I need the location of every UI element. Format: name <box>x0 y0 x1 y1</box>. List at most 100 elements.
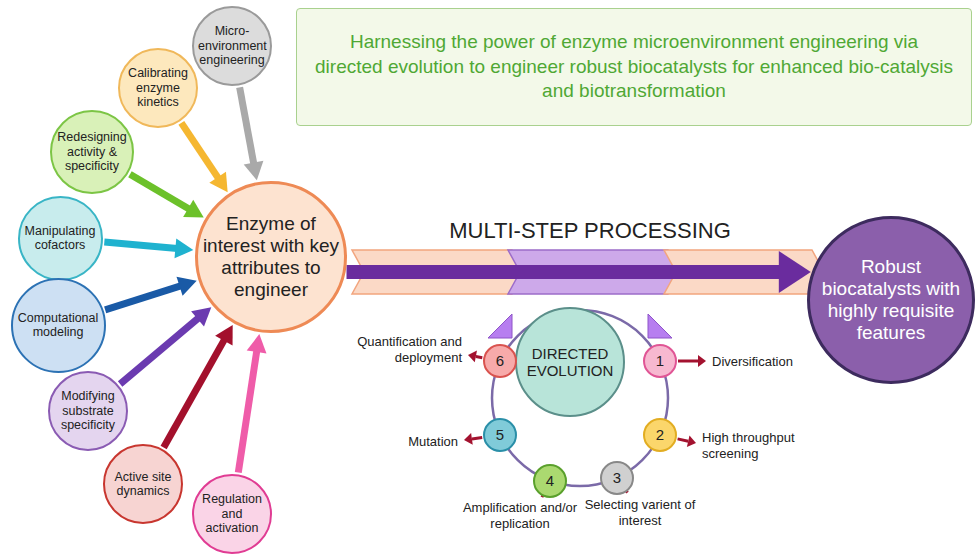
step-label: Quantification and deployment <box>352 334 462 365</box>
attribute-circle: Manipulating cofactors <box>18 196 103 281</box>
step-label: Selecting varient of interest <box>570 497 710 528</box>
leader-head <box>468 351 477 363</box>
circle-shape <box>193 7 271 85</box>
step-number: 6 <box>496 352 504 369</box>
connector-arrow <box>181 123 227 192</box>
arrow-head <box>779 251 811 293</box>
arrow-head <box>183 200 204 218</box>
attribute-circle: Calibrating enzyme kinetics <box>118 48 198 128</box>
arrow-head <box>247 334 267 353</box>
circle-shape <box>516 308 624 416</box>
attribute-circle: Micro-environment engineering <box>192 6 272 86</box>
ring-pointer <box>648 314 672 338</box>
leader-line <box>678 360 698 363</box>
node-text: Computational modeling <box>17 311 100 340</box>
leader-line <box>476 356 482 357</box>
node-text: Micro-environment engineering <box>198 24 266 67</box>
arrow-head <box>174 238 193 258</box>
circle-shape <box>644 419 676 451</box>
step-label: High throughput screening <box>702 430 814 461</box>
connector-line <box>104 242 177 249</box>
step-number: 1 <box>656 352 664 369</box>
node-text: Calibrating enzyme kinetics <box>124 66 192 109</box>
connector-line <box>181 123 218 179</box>
step-circle: 6Quantification and deployment <box>483 344 517 378</box>
connector-arrow <box>105 277 197 310</box>
connector-arrow <box>104 238 193 258</box>
connector-arrow <box>120 307 211 384</box>
circle-shape <box>51 111 133 193</box>
node-text: Enzyme of interest with key attributes t… <box>201 213 341 300</box>
leader-arrow <box>678 355 706 367</box>
attribute-circle: Computational modeling <box>11 278 106 373</box>
circle-shape <box>484 345 516 377</box>
circle-shape <box>534 465 566 497</box>
ring-pointer <box>488 314 512 338</box>
circle-shape <box>484 419 516 451</box>
step-label: Amplification and/or replication <box>445 500 595 531</box>
step-label: Diversification <box>712 354 822 370</box>
circle-shape <box>104 445 182 523</box>
circle-shape <box>197 183 346 332</box>
circle-shape <box>12 279 105 372</box>
leader-line <box>678 439 689 441</box>
circle-shape <box>601 462 633 494</box>
connector-line <box>105 286 181 310</box>
attribute-circle: Redesigning activity & specificity <box>50 110 134 194</box>
connector-line <box>240 87 254 164</box>
result-circle: Robust biocatalysts with highly requisit… <box>807 216 975 384</box>
step-number: 3 <box>613 469 621 486</box>
connector-line <box>347 265 781 279</box>
leader-arrow <box>678 435 696 447</box>
connector-line <box>238 350 257 473</box>
connector-line <box>120 318 199 384</box>
circle-shape <box>809 218 974 383</box>
node-text: Regulation and activation <box>198 492 266 535</box>
step-circle: 2High throughput screening <box>643 418 677 452</box>
attribute-circle: Modifying substrate specificity <box>48 371 128 451</box>
step-circle: 4Amplification and/or replication <box>533 464 567 498</box>
leader-line <box>472 437 482 438</box>
connector-arrow <box>240 87 264 180</box>
node-text: Harnessing the power of enzyme microenvi… <box>315 30 953 104</box>
node-text: Manipulating cofactors <box>24 224 97 253</box>
step-circle: 3Selecting varient of interest <box>600 461 634 495</box>
title-box: Harnessing the power of enzyme microenvi… <box>296 8 972 126</box>
circle-shape <box>49 372 127 450</box>
step-number: 2 <box>656 426 664 443</box>
circle-shape <box>19 197 102 280</box>
node-text: Active site dynamics <box>109 470 177 499</box>
arrow-head <box>215 325 233 346</box>
connector-line <box>130 174 190 209</box>
leader-head <box>698 355 706 367</box>
leader-head <box>687 435 696 447</box>
connector-arrow <box>164 325 233 447</box>
node-text: Modifying substrate specificity <box>54 389 122 432</box>
arrow-head <box>177 277 197 296</box>
step-circle: 1Diversification <box>643 344 677 378</box>
leader-head <box>464 433 473 445</box>
step-label: Mutation <box>358 434 458 450</box>
arrow-head <box>209 172 227 193</box>
node-text: Robust biocatalysts with highly requisit… <box>813 256 969 343</box>
leader-arrow <box>464 433 482 445</box>
circle-shape <box>193 475 271 553</box>
connector-arrow <box>347 251 811 293</box>
step-circle: 5Mutation <box>483 418 517 452</box>
circle-shape <box>644 345 676 377</box>
connector-arrow <box>130 174 204 217</box>
circle-shape <box>119 49 197 127</box>
step-number: 5 <box>496 426 504 443</box>
leader-arrow <box>468 351 482 363</box>
arrow-head <box>191 307 211 326</box>
connector-arrow <box>238 334 266 472</box>
attribute-circle: Active site dynamics <box>103 444 183 524</box>
arrow-head <box>244 161 264 181</box>
band-label: MULTI-STEP PROCESSING <box>449 218 731 244</box>
attribute-circle: Regulation and activation <box>192 474 272 554</box>
node-text: Redesigning activity & specificity <box>56 130 128 173</box>
enzyme-circle: Enzyme of interest with key attributes t… <box>195 181 347 333</box>
node-text: DIRECTED EVOLUTION <box>521 345 619 380</box>
step-number: 4 <box>546 472 554 489</box>
